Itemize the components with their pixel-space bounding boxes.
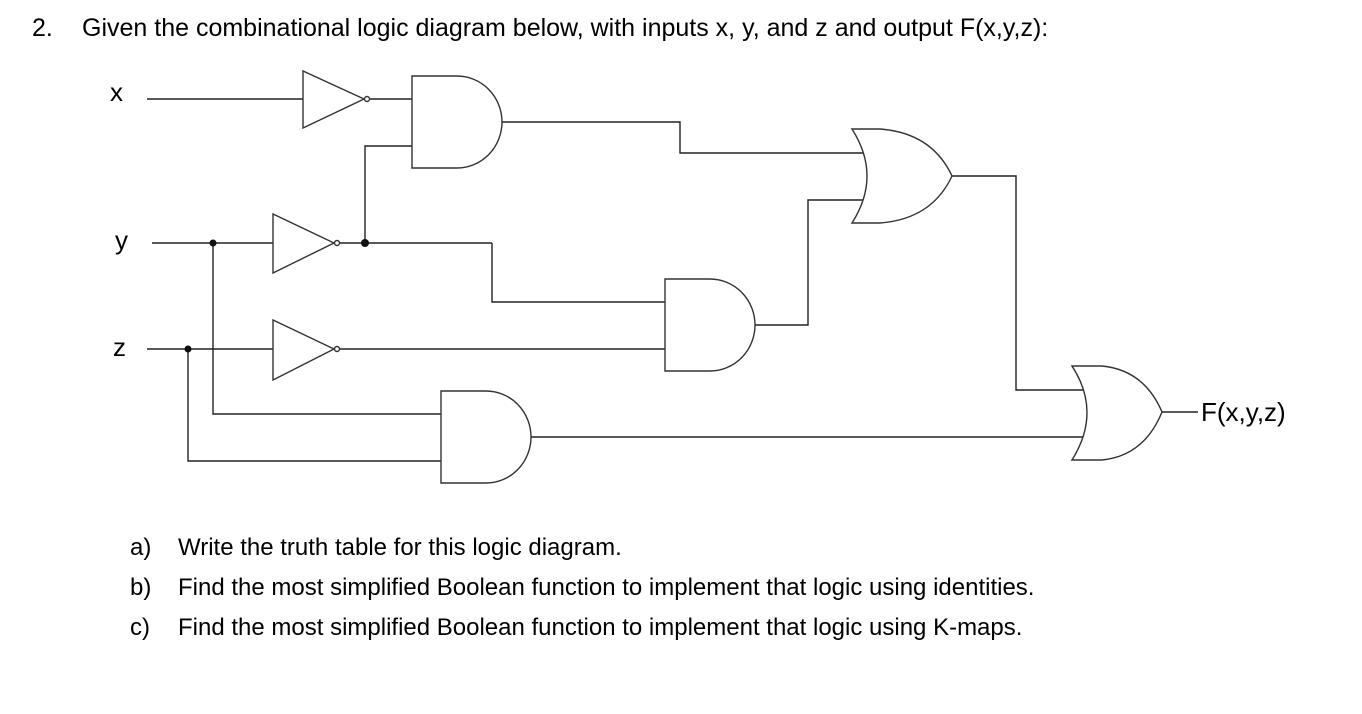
junction-y xyxy=(209,239,217,247)
part-a-text: Write the truth table for this logic dia… xyxy=(178,534,622,561)
and-gate-1 xyxy=(411,75,503,169)
input-label-y: y xyxy=(115,225,128,255)
part-c: c) Find the most simplified Boolean funct… xyxy=(130,610,1034,650)
part-c-text: Find the most simplified Boolean functio… xyxy=(178,614,1023,641)
and-gate-2 xyxy=(664,278,756,372)
wire-y-and3 xyxy=(212,243,441,415)
wire-z-and3 xyxy=(187,349,441,462)
junction-z xyxy=(184,345,192,353)
or-gate-2 xyxy=(1070,365,1163,461)
not-gate-x xyxy=(302,69,371,130)
part-b-marker: b) xyxy=(130,574,152,601)
input-label-x: x xyxy=(110,77,123,107)
part-b-text: Find the most simplified Boolean functio… xyxy=(178,574,1035,601)
question-number: 2. xyxy=(32,14,53,42)
input-label-z: z xyxy=(113,332,126,362)
question-parts-list: a) Write the truth table for this logic d… xyxy=(130,530,1034,650)
wire-or1-or2 xyxy=(952,175,1084,391)
wire-and2-or1 xyxy=(755,199,866,326)
or-gate-1 xyxy=(850,128,953,224)
wire-noty-and2 xyxy=(491,243,665,303)
part-c-marker: c) xyxy=(130,614,150,641)
output-label: F(x,y,z) xyxy=(1201,397,1286,427)
question-text: Given the combinational logic diagram be… xyxy=(82,14,1049,42)
part-a: a) Write the truth table for this logic d… xyxy=(130,530,1034,570)
wires xyxy=(147,98,1198,462)
part-b: b) Find the most simplified Boolean funct… xyxy=(130,570,1034,610)
and-gate-3 xyxy=(440,390,532,484)
not-gate-z xyxy=(272,318,341,382)
junction-noty xyxy=(361,239,369,247)
question-heading: 2. Given the combinational logic diagram … xyxy=(32,14,1048,43)
part-a-marker: a) xyxy=(130,534,152,561)
wire-noty-and1 xyxy=(364,145,412,243)
not-gate-y xyxy=(272,212,341,275)
wire-and1-or1 xyxy=(502,121,866,154)
